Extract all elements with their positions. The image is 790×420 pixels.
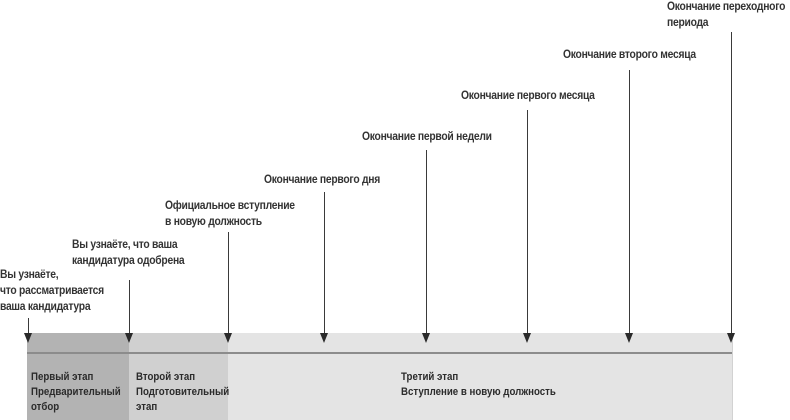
stage-description: Подготовительный [136,386,230,398]
timeline-divider-line [27,352,732,354]
arrow-down-icon [727,333,735,343]
milestone-label-end-first-month: Окончание первого месяца [461,87,595,103]
stage-description: Вступление в новую должность [401,386,556,398]
arrow-down-icon [422,333,430,343]
label-line: Вы узнаёте, [0,267,59,281]
milestone-label-end-transition-period: Окончание переходного периода [667,0,785,30]
label-line: Окончание первого дня [264,172,381,186]
milestone-label-candidacy-considered: Вы узнаёте, что рассматривается ваша кан… [0,266,104,314]
arrow-line [425,150,427,334]
arrow-down-icon [320,333,328,343]
label-line: кандидатура одобрена [72,253,185,267]
arrow-down-icon [224,333,232,343]
label-line: Окончание первой недели [362,129,492,143]
stage-title: Третий этап [401,371,459,383]
arrow-down-icon [523,333,531,343]
label-line: ваша кандидатура [0,299,91,313]
arrow-down-icon [125,333,133,343]
milestone-label-end-second-month: Окончание второго месяца [563,46,696,62]
arrow-line [227,232,229,334]
label-line: Официальное вступление [165,198,295,212]
milestone-label-end-first-week: Окончание первой недели [362,128,492,144]
arrow-line [526,110,528,334]
label-line: Окончание переходного [667,0,786,13]
arrow-line [128,280,130,334]
milestone-label-candidacy-approved: Вы узнаёте, что ваша кандидатура одобрен… [72,236,185,268]
stage-label-second: Второй этап Подготовительный этап [136,370,229,415]
milestone-label-end-first-day: Окончание первого дня [264,171,380,187]
label-line: что рассматривается [0,283,104,297]
stage-segment-second [129,333,228,420]
label-line: Окончание второго месяца [563,47,696,61]
stage-label-third: Третий этап Вступление в новую должность [401,370,556,400]
label-line: в новую должность [165,214,262,228]
stage-segment-first [27,333,129,420]
label-line: Вы узнаёте, что ваша [72,237,178,251]
stage-title: Второй этап [136,371,196,383]
label-line: Окончание первого месяца [461,88,595,102]
arrow-line [323,192,325,334]
milestone-label-official-start: Официальное вступление в новую должность [165,197,295,229]
stage-title: Первый этап [31,371,94,383]
label-line: периода [667,15,709,29]
arrow-line [628,70,630,334]
stage-description: отбор [31,401,60,413]
arrow-line [27,318,29,334]
stage-description: Предварительный [31,386,121,398]
arrow-down-icon [625,333,633,343]
stage-segment-third [228,333,733,420]
arrow-down-icon [24,333,32,343]
arrow-line [730,32,732,334]
stage-label-first: Первый этап Предварительный отбор [31,370,121,415]
stage-description: этап [136,401,158,413]
